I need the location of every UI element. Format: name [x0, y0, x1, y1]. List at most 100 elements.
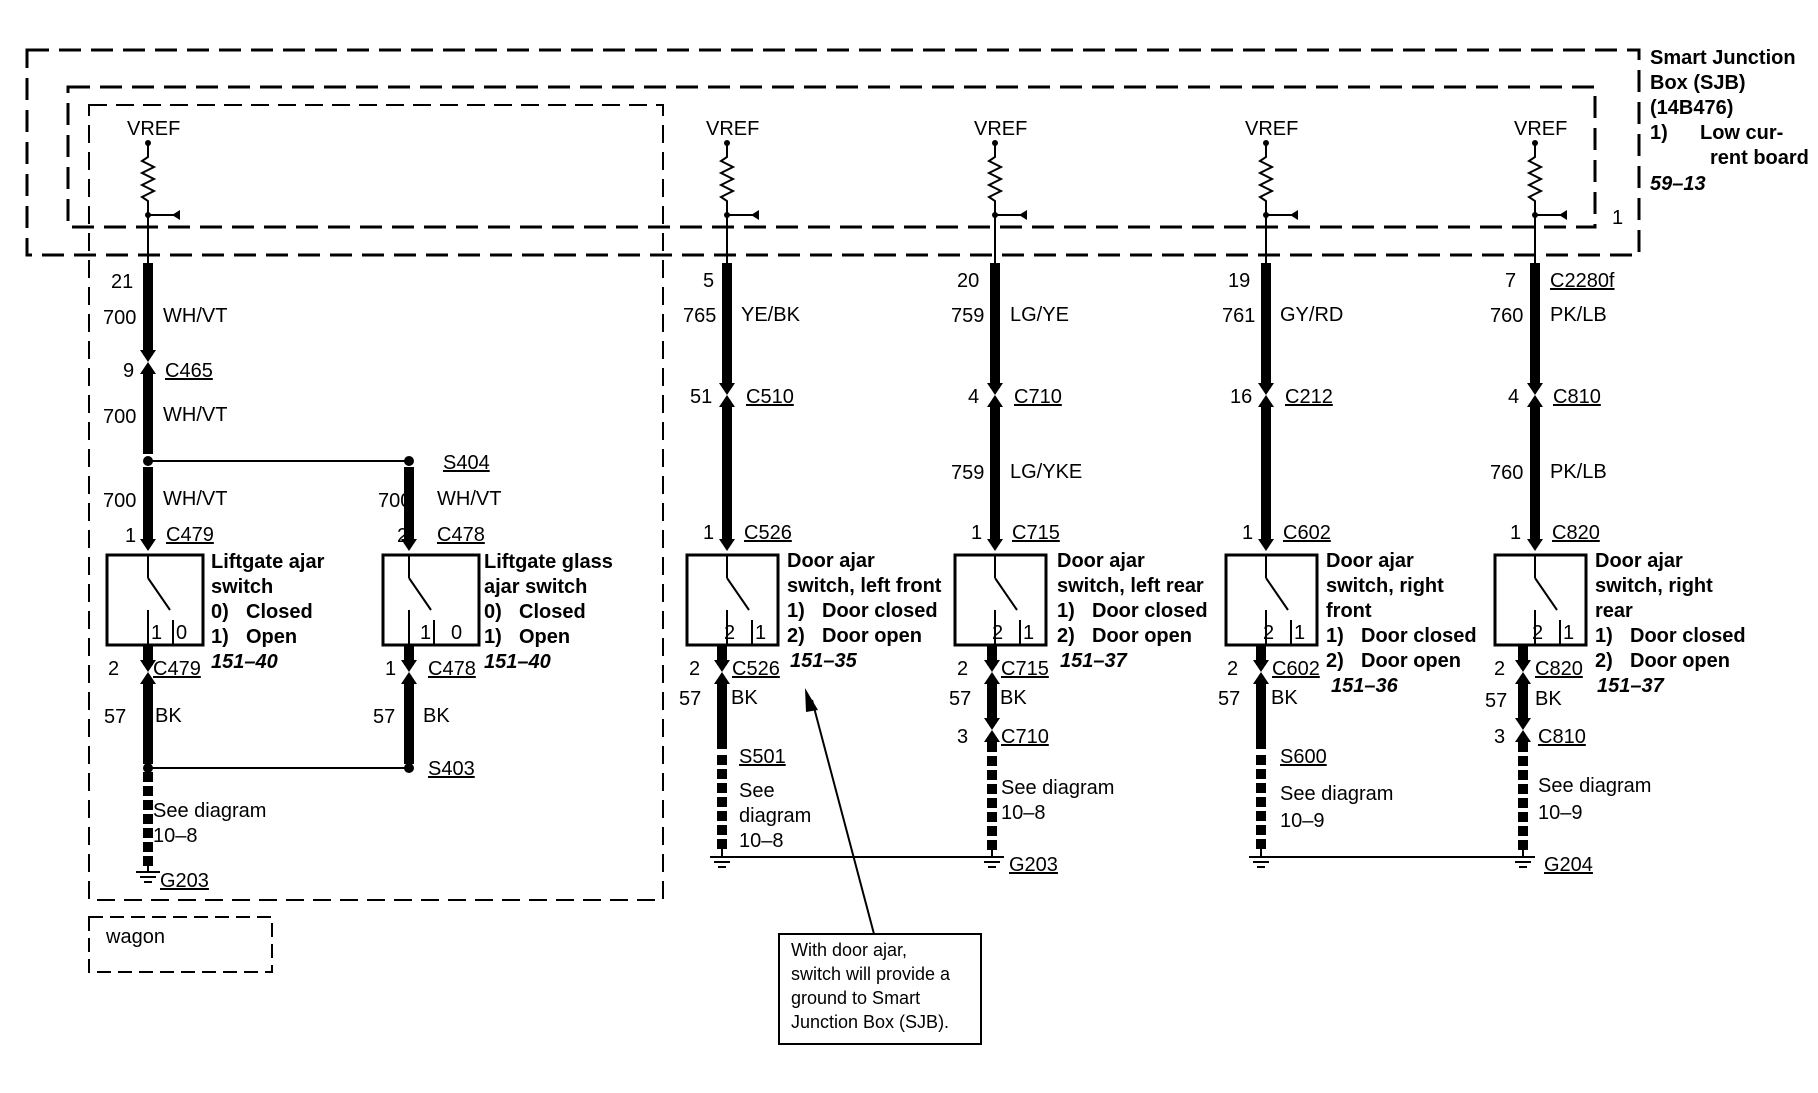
connector-pin: 2 — [1227, 658, 1238, 680]
wire-color: BK — [1535, 688, 1562, 710]
switch-state-label: Door closed — [1630, 625, 1746, 647]
switch-state-label: Door open — [1092, 625, 1192, 647]
switch-state-label: Door open — [1630, 650, 1730, 672]
wire-number: 57 — [104, 706, 126, 728]
switch-pin: 1 — [755, 622, 766, 644]
switch-state-number: 0) — [484, 601, 502, 623]
switch-reference: 151–35 — [790, 650, 858, 672]
connector-pin: 4 — [1508, 386, 1519, 408]
wire-number: 700 — [103, 490, 136, 512]
switch-pin: 1 — [1023, 622, 1034, 644]
wire-number: 759 — [951, 305, 984, 327]
see-diagram-line-3: 10–8 — [739, 830, 784, 852]
connector-name: C212 — [1285, 386, 1333, 408]
switch-title-line-2: switch — [211, 576, 273, 598]
switch-reference: 151–37 — [1597, 675, 1665, 697]
switch-pin: 2 — [992, 622, 1003, 644]
switch-state-number: 2) — [1326, 650, 1344, 672]
wire-number: 700 — [103, 307, 136, 329]
switch-pin: 2 — [724, 622, 735, 644]
vref-label: VREF — [127, 118, 180, 140]
wire-number: 760 — [1490, 305, 1523, 327]
sjb-pin-label: 1 — [1612, 207, 1623, 229]
connector-pin: 2 — [397, 525, 408, 547]
switch-state-number: 1) — [787, 600, 805, 622]
connector-pin: 2 — [1494, 658, 1505, 680]
switch-state-number: 2) — [1595, 650, 1613, 672]
wire-color: WH/VT — [163, 488, 227, 510]
switch-title-line-1: Door ajar — [1595, 550, 1683, 572]
connector-pin: 4 — [968, 386, 979, 408]
switch-title-line-2: switch, right — [1595, 575, 1713, 597]
connector-name: C479 — [153, 658, 201, 680]
connector-pin: 3 — [1494, 726, 1505, 748]
switch-pin: 0 — [176, 622, 187, 644]
wire-color: GY/RD — [1280, 304, 1343, 326]
wire-color: BK — [155, 705, 182, 727]
wire-number: 57 — [373, 706, 395, 728]
wire-color: LG/YKE — [1010, 461, 1082, 483]
see-diagram-line-1: See diagram — [1001, 777, 1114, 799]
connector-name: C479 — [166, 524, 214, 546]
connector-pin: 1 — [125, 525, 136, 547]
wire-number: 57 — [1218, 688, 1240, 710]
switch-title-line-2: ajar switch — [484, 576, 587, 598]
wire-number: 761 — [1222, 305, 1255, 327]
circuit-liftgate-glass: 700 WH/VT 2 C478 1 0 Liftgate glass ajar… — [373, 467, 613, 780]
wire-color: BK — [731, 687, 758, 709]
switch-title-line-3: front — [1326, 600, 1372, 622]
wire-number: 759 — [951, 462, 984, 484]
sjb-pin: 21 — [111, 271, 133, 293]
switch-state-number: 2) — [787, 625, 805, 647]
sjb-item-line-2: rent board — [1710, 147, 1809, 169]
switch-pin: 1 — [151, 622, 162, 644]
see-diagram-line-1: See diagram — [153, 800, 266, 822]
wagon-label: wagon — [105, 926, 165, 948]
wire-color: WH/VT — [163, 404, 227, 426]
circuit-left-front: 5 765 YE/BK 51 C510 1 C526 2 1 Door ajar… — [679, 263, 992, 868]
sjb-boundary — [25, 48, 1641, 257]
vref-label: VREF — [1245, 118, 1298, 140]
connector-name: C602 — [1283, 522, 1331, 544]
switch-state-number: 1) — [1057, 600, 1075, 622]
connector-name: C810 — [1553, 386, 1601, 408]
wire-number: 765 — [683, 305, 716, 327]
switch-state-label: Door closed — [822, 600, 938, 622]
connector-pin: 16 — [1230, 386, 1252, 408]
splice-name: S501 — [739, 746, 786, 768]
wire-color: WH/VT — [437, 488, 501, 510]
see-diagram-line-2: diagram — [739, 805, 811, 827]
switch-state-number: 1) — [211, 626, 229, 648]
connector-name: C465 — [165, 360, 213, 382]
connector-name: C820 — [1535, 658, 1583, 680]
connector-name: C715 — [1012, 522, 1060, 544]
circuit-right-front: 19 761 GY/RD 16 C212 1 C602 2 1 Door aja… — [1218, 263, 1523, 868]
switch-state-label: Door open — [1361, 650, 1461, 672]
connector-pin: 2 — [689, 658, 700, 680]
wire-color: PK/LB — [1550, 461, 1607, 483]
vref-column-right-front: VREF — [1245, 118, 1298, 263]
see-diagram-line-2: 10–9 — [1280, 810, 1325, 832]
switch-title-line-2: switch, left rear — [1057, 575, 1204, 597]
switch-title-line-1: Liftgate ajar — [211, 551, 325, 573]
vref-label: VREF — [706, 118, 759, 140]
switch-pin: 1 — [1563, 622, 1574, 644]
sjb-pin: 20 — [957, 270, 979, 292]
switch-state-label: Open — [246, 626, 297, 648]
sjb-title-line-3: (14B476) — [1650, 97, 1733, 119]
switch-title-line-3: rear — [1595, 600, 1633, 622]
sjb-item-number: 1) — [1650, 122, 1668, 144]
connector-name: C715 — [1001, 658, 1049, 680]
connector-name: C526 — [732, 658, 780, 680]
switch-reference: 151–40 — [211, 651, 278, 673]
sjb-label: Smart Junction Box (SJB) (14B476) 1) Low… — [1612, 47, 1809, 229]
switch-title-line-1: Door ajar — [1057, 550, 1145, 572]
splice-name: S404 — [443, 452, 490, 474]
connector-name: C526 — [744, 522, 792, 544]
connector-pin: 3 — [957, 726, 968, 748]
switch-title-line-1: Door ajar — [1326, 550, 1414, 572]
connector-pin: 2 — [108, 658, 119, 680]
wire-color: BK — [423, 705, 450, 727]
wire-color: WH/VT — [163, 305, 227, 327]
